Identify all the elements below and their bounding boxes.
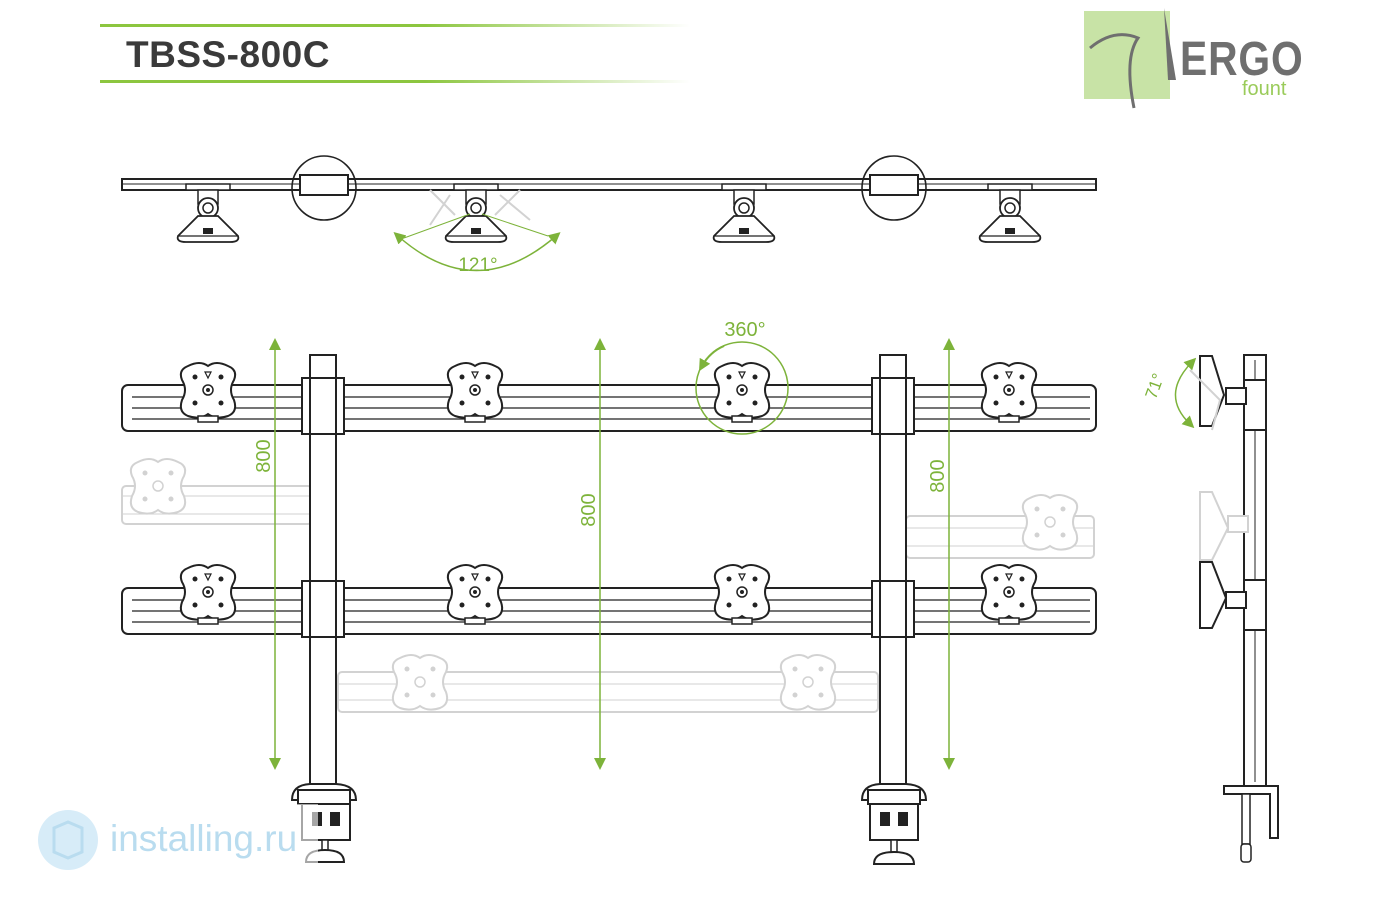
rotation-angle-label: 360° (724, 319, 765, 341)
vesa-plate-upper-3 (713, 362, 771, 423)
watermark (22, 804, 318, 878)
logo-swoosh (1089, 33, 1141, 109)
ergofount-logo (1084, 8, 1176, 109)
logo-brand: ERGO (1180, 33, 1304, 86)
watermark-text: installing.ru (110, 818, 298, 859)
top-view-mount-2 (429, 183, 531, 243)
side-view: 71° (1142, 354, 1279, 863)
side-view-lower-arm (1225, 591, 1247, 609)
vesa-plate-upper-2 (446, 362, 504, 423)
logo-box (1084, 11, 1170, 99)
tilt-arc (1174, 357, 1197, 429)
vesa-plate-lower-1 (179, 564, 237, 625)
side-view-ghost-arm (1227, 515, 1249, 533)
swivel-ref-left (403, 213, 471, 239)
desk-clamp-right (860, 783, 928, 865)
side-view-ghost-plate (1199, 491, 1230, 561)
vesa-plate-lower-3 (713, 564, 771, 625)
rotation-arrow (699, 345, 725, 372)
upper-beam (121, 377, 1097, 435)
title-rule-bottom (100, 80, 690, 83)
swivel-angle-label: 121° (458, 255, 497, 276)
title-rule-top (100, 24, 690, 27)
logo-sub: fount (1242, 78, 1287, 100)
vesa-plate-lower-2 (446, 564, 504, 625)
vesa-plate-upper-1 (179, 362, 237, 423)
side-view-lower-clamp (1243, 579, 1267, 631)
model-title: TBSS-800C (126, 34, 330, 75)
side-view-lower-plate (1199, 561, 1228, 629)
watermark-logo-glyph (52, 820, 84, 860)
side-view-desk-clamp (1223, 785, 1279, 839)
ghost-beam-right (905, 494, 1095, 559)
side-view-clamp-knob (1240, 843, 1252, 863)
vesa-plate-upper-4 (980, 362, 1038, 423)
top-view: 121° (121, 155, 1097, 276)
ghost-beam-left (121, 458, 313, 525)
top-view-mount-4 (978, 183, 1042, 243)
swivel-arc (393, 232, 561, 272)
top-view-mount-3 (712, 183, 776, 243)
height-label-center: 800 (578, 493, 600, 526)
height-label-left: 800 (253, 439, 275, 472)
side-view-upper-ghost (1189, 369, 1222, 431)
top-view-pole-left (291, 155, 357, 221)
rotation-circle (695, 341, 789, 435)
side-view-upper-clamp (1243, 379, 1267, 431)
logo-blade (1164, 8, 1176, 80)
swivel-ref-right (481, 213, 549, 237)
vesa-plate-lower-4 (980, 564, 1038, 625)
watermark-logo-icon (38, 810, 98, 870)
lower-beam (121, 580, 1097, 638)
front-view: 360° 800 800 800 (121, 319, 1097, 865)
side-view-clamp-screw (1241, 793, 1251, 845)
tilt-angle-label: 71° (1142, 371, 1169, 402)
top-view-pole-right (861, 155, 927, 221)
top-view-clamp-right (869, 174, 919, 196)
top-view-mount-1 (176, 183, 240, 243)
side-view-upper-arm (1225, 387, 1247, 405)
height-label-right: 800 (927, 459, 949, 492)
ghost-beam-bottom (337, 654, 879, 713)
top-view-clamp-left (299, 174, 349, 196)
